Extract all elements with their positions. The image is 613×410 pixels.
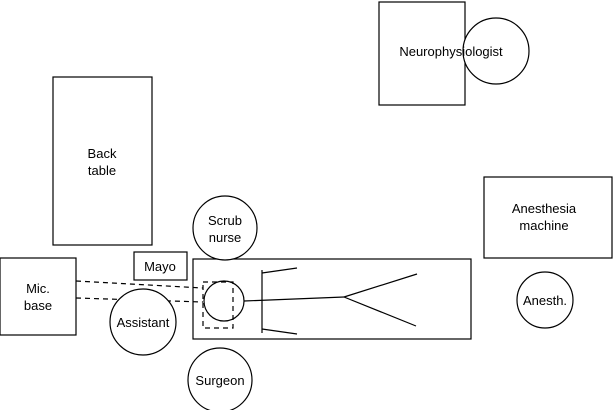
- patient-body: [243, 296, 345, 302]
- operating-table: [192, 258, 472, 340]
- surgeon-position: [187, 347, 253, 410]
- patient-lower-arm: [261, 328, 298, 335]
- scrub-nurse-label-line1: Scrub: [208, 213, 242, 228]
- mayo-label: Mayo: [144, 259, 176, 274]
- neurophysiologist-station: [378, 1, 466, 106]
- assistant-position: [109, 288, 177, 356]
- patient-figure: [202, 267, 418, 335]
- back-table-label-line2: table: [88, 163, 116, 178]
- anesthesia-machine-label-line2: machine: [519, 218, 568, 233]
- microscope-base-label-line2: base: [24, 298, 52, 313]
- scrub-nurse-position: [192, 195, 258, 261]
- anesthesiologist-label: Anesth.: [523, 293, 567, 308]
- assistant-label: Assistant: [117, 315, 170, 330]
- microscope-base: [0, 257, 77, 336]
- head-frame: [202, 281, 234, 329]
- anesthesia-machine-label-line1: Anesthesia: [512, 201, 577, 216]
- scrub-nurse-label-line2: nurse: [209, 230, 242, 245]
- patient-lower-leg: [343, 296, 417, 327]
- mayo-stand: [133, 251, 188, 281]
- microscope-base-label-line1: Mic.: [26, 281, 50, 296]
- anesthesia-machine: [483, 176, 613, 259]
- patient-upper-arm: [261, 267, 298, 274]
- neurophysiologist-label: Neurophysiologist: [399, 44, 503, 59]
- back-table-label-line1: Back: [88, 146, 117, 161]
- patient-upper-leg: [343, 273, 418, 298]
- anesthesiologist-position: [516, 271, 574, 329]
- neurophysiologist-position: [462, 17, 530, 85]
- back-table: [52, 76, 153, 246]
- surgeon-label: Surgeon: [195, 373, 244, 388]
- microscope-arm-upper: [75, 280, 204, 289]
